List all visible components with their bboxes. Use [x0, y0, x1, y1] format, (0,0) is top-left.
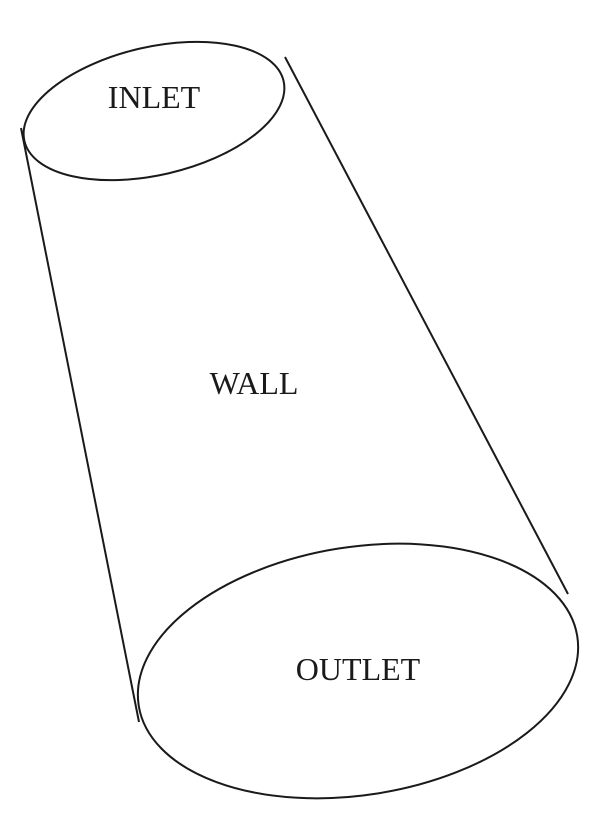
wall-label: WALL: [210, 365, 299, 401]
wall-right-edge: [284, 56, 569, 595]
wall-left-edge: [20, 127, 140, 723]
outlet-label: OUTLET: [296, 651, 421, 687]
inlet-label: INLET: [108, 79, 201, 115]
outlet-ellipse: [136, 542, 580, 800]
